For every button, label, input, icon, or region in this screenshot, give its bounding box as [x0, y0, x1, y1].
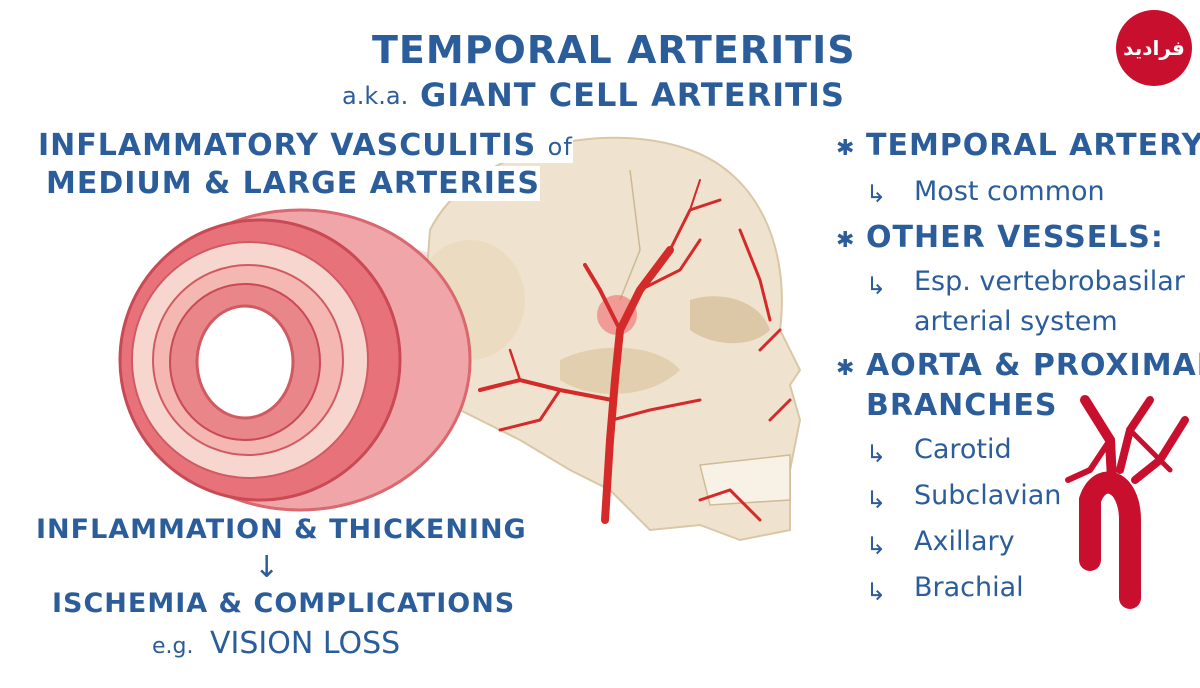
subtitle-prefix: a.k.a. — [342, 82, 409, 110]
site-heading-aorta-2: BRANCHES — [866, 388, 1058, 423]
site-heading-temporal: TEMPORAL ARTERY — [866, 128, 1200, 163]
example-prefix: e.g. — [152, 634, 194, 659]
site-note: Brachial — [914, 572, 1024, 603]
hook-arrow-icon: ↳ — [866, 440, 887, 468]
brand-logo[interactable]: فرادید — [1116, 10, 1192, 86]
artery-cross-section — [118, 208, 472, 512]
skull-illustration — [415, 136, 802, 542]
subtitle: GIANT CELL ARTERITIS — [420, 76, 845, 114]
site-note: Carotid — [914, 434, 1012, 465]
definition-line-2: MEDIUM & LARGE ARTERIES — [46, 166, 540, 201]
pathway-step-2: ISCHEMIA & COMPLICATIONS — [52, 588, 516, 619]
definition-line-1: INFLAMMATORY VASCULITIS of — [38, 128, 573, 163]
hook-arrow-icon: ↳ — [866, 578, 887, 606]
site-note: Esp. vertebrobasilar — [914, 266, 1185, 297]
pathway-arrow: ↓ — [254, 550, 280, 585]
site-note: Axillary — [914, 526, 1015, 557]
hook-arrow-icon: ↳ — [866, 180, 887, 208]
temporal-artery-network — [478, 179, 792, 524]
bullet-icon: ✱ — [836, 136, 855, 161]
page-title: TEMPORAL ARTERITIS — [372, 28, 856, 72]
pathway-step-1: INFLAMMATION & THICKENING — [36, 514, 527, 545]
example: VISION LOSS — [210, 626, 401, 661]
hook-arrow-icon: ↳ — [866, 272, 887, 300]
definition-suffix: of — [547, 133, 573, 161]
bullet-icon: ✱ — [836, 356, 855, 381]
site-note: Most common — [914, 176, 1105, 207]
definition-main: INFLAMMATORY VASCULITIS — [38, 128, 537, 163]
hook-arrow-icon: ↳ — [866, 486, 887, 514]
aorta-illustration — [1065, 395, 1189, 609]
site-note: arterial system — [914, 306, 1118, 337]
site-note: Subclavian — [914, 480, 1062, 511]
site-heading-other: OTHER VESSELS: — [866, 220, 1164, 255]
bullet-icon: ✱ — [836, 228, 855, 253]
site-heading-aorta: AORTA & PROXIMAL — [866, 348, 1200, 383]
hook-arrow-icon: ↳ — [866, 532, 887, 560]
